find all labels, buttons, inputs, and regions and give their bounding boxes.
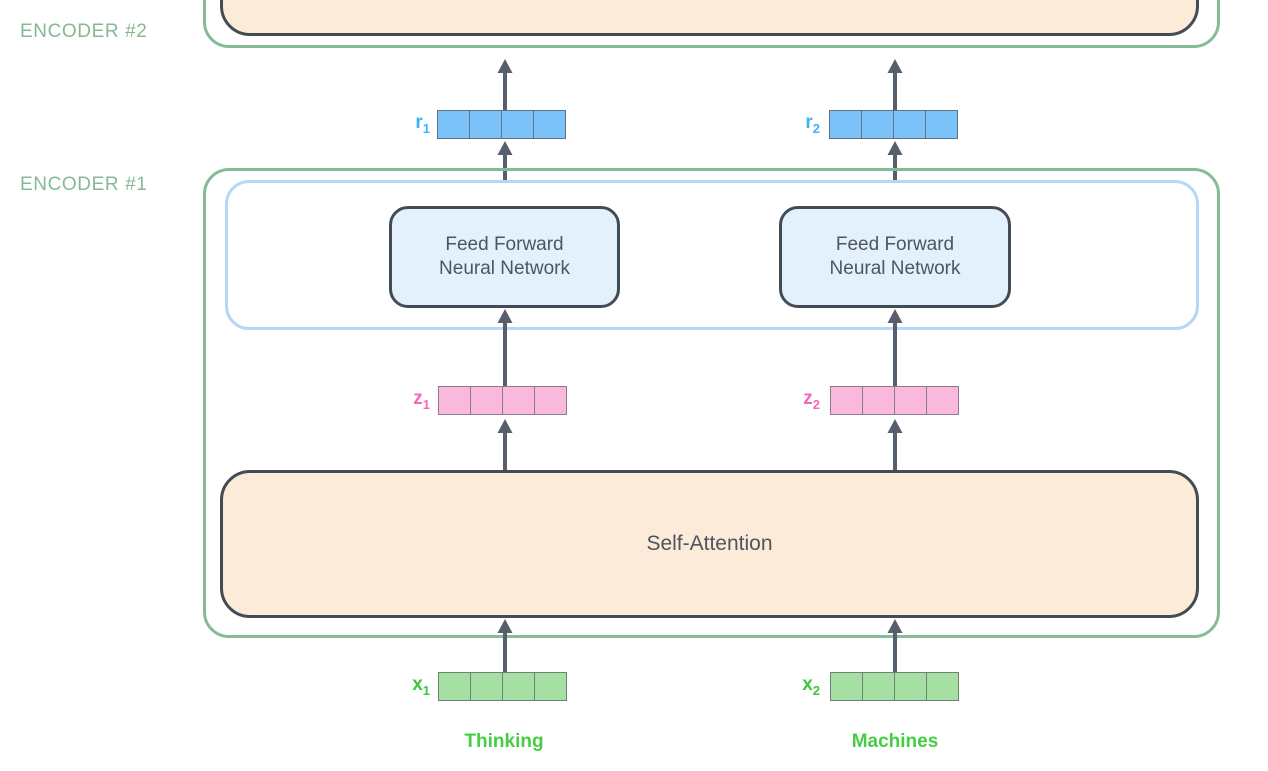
vector-label-r2-letter: r: [805, 112, 813, 133]
vector-label-x2-letter: x: [802, 674, 813, 695]
arrow-ffnn-left-to-r1: [497, 141, 513, 182]
vector-label-r1: r1: [372, 112, 430, 136]
vector-label-x2-index: 2: [812, 682, 820, 698]
arrow-self-attention-to-z1: [497, 419, 513, 470]
vector-cell: [925, 110, 958, 139]
vector-cell: [470, 672, 503, 701]
vector-cell: [469, 110, 502, 139]
vector-cell: [894, 672, 927, 701]
vector-cell: [502, 386, 535, 415]
vector-label-r1-letter: r: [415, 112, 423, 133]
vector-cell: [438, 672, 471, 701]
vector-cell: [926, 386, 959, 415]
vector-label-z1: z1: [372, 388, 430, 412]
vector-label-r2: r2: [762, 112, 820, 136]
arrow-x1-to-self-attention: [497, 619, 513, 674]
encoder-1-label: ENCODER #1: [20, 174, 148, 195]
arrow-z1-to-ffnn-left: [497, 309, 513, 388]
feed-forward-right-line1: Feed Forward: [835, 233, 955, 255]
vector-z1: [438, 386, 567, 415]
vector-cell: [438, 386, 471, 415]
vector-cell: [437, 110, 470, 139]
self-attention-label: Self-Attention: [646, 531, 773, 555]
vector-cell: [861, 110, 894, 139]
vector-label-z1-index: 1: [422, 396, 430, 412]
vector-r2: [829, 110, 958, 139]
encoder-2-container: [203, 0, 1220, 48]
vector-label-x1-index: 1: [422, 682, 430, 698]
arrow-self-attention-to-z2: [887, 419, 903, 470]
vector-cell: [534, 672, 567, 701]
vector-label-x1-letter: x: [412, 674, 423, 695]
vector-cell: [894, 386, 927, 415]
encoder-2-self-attention-block: [220, 0, 1199, 36]
vector-x1: [438, 672, 567, 701]
vector-cell: [830, 386, 863, 415]
feed-forward-block-left: Feed Forward Neural Network: [389, 206, 620, 308]
vector-cell: [830, 672, 863, 701]
arrow-z2-to-ffnn-right: [887, 309, 903, 388]
vector-cell: [829, 110, 862, 139]
vector-x2: [830, 672, 959, 701]
vector-cell: [926, 672, 959, 701]
encoder-2-label: ENCODER #2: [20, 21, 148, 42]
vector-label-r2-index: 2: [812, 120, 820, 136]
vector-cell: [533, 110, 566, 139]
vector-label-z1-letter: z: [413, 388, 423, 409]
input-word-left: Thinking: [464, 731, 544, 752]
feed-forward-row-container: [225, 180, 1199, 330]
feed-forward-right-line2: Neural Network: [829, 258, 961, 279]
vector-r1: [437, 110, 566, 139]
vector-cell: [893, 110, 926, 139]
vector-cell: [501, 110, 534, 139]
arrow-x2-to-self-attention: [887, 619, 903, 674]
vector-label-z2-index: 2: [812, 396, 820, 412]
feed-forward-block-right: Feed Forward Neural Network: [779, 206, 1011, 308]
vector-label-z2: z2: [762, 388, 820, 412]
vector-z2: [830, 386, 959, 415]
encoder-1-container: [203, 168, 1220, 638]
arrow-ffnn-right-to-r2: [887, 141, 903, 182]
vector-label-x2: x2: [762, 674, 820, 698]
vector-cell: [470, 386, 503, 415]
feed-forward-left-line2: Neural Network: [439, 258, 570, 279]
vector-cell: [502, 672, 535, 701]
vector-cell: [862, 672, 895, 701]
vector-label-r1-index: 1: [422, 120, 430, 136]
vector-label-x1: x1: [372, 674, 430, 698]
feed-forward-left-line1: Feed Forward: [445, 233, 564, 255]
self-attention-block: Self-Attention: [220, 470, 1199, 618]
vector-label-z2-letter: z: [803, 388, 813, 409]
vector-cell: [862, 386, 895, 415]
arrow-r1-to-encoder-2: [497, 59, 513, 110]
vector-cell: [534, 386, 567, 415]
input-word-right: Machines: [851, 731, 939, 752]
arrow-r2-to-encoder-2: [887, 59, 903, 110]
